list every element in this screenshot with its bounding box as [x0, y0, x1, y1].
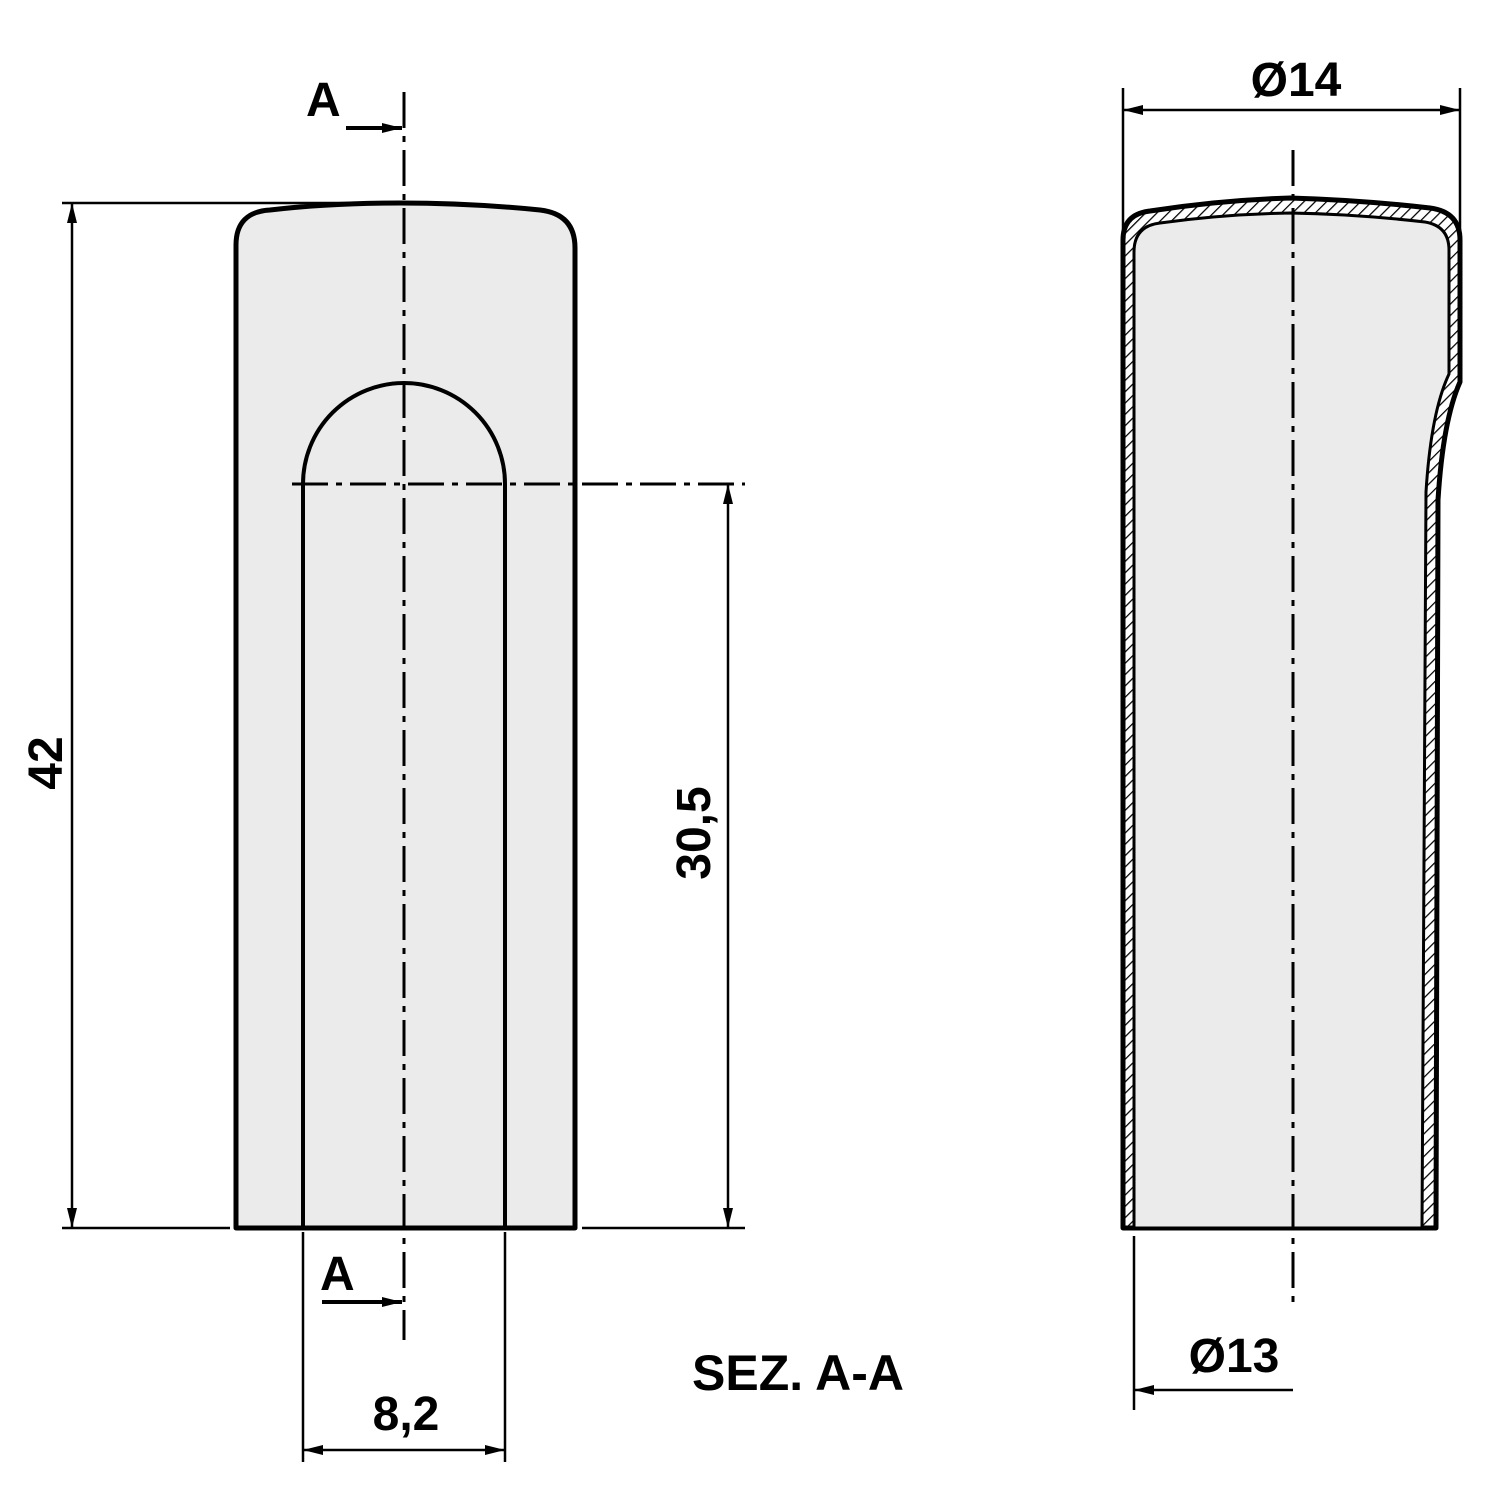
dimension-d14-label: Ø14: [1251, 54, 1342, 107]
section-title: SEZ. A-A: [692, 1345, 904, 1401]
side-view: Ø14 Ø13: [1120, 54, 1463, 1410]
section-view: 42 30,5 8,2 A A SEZ. A-A: [20, 74, 904, 1462]
dimension-8-2-label: 8,2: [373, 1388, 440, 1441]
dimension-42-label: 42: [20, 736, 73, 789]
dimension-30-5-label: 30,5: [668, 786, 721, 879]
part-body-outline: [233, 200, 578, 1231]
dimension-d13-label: Ø13: [1189, 1330, 1280, 1383]
section-marker-bottom-label: A: [320, 1248, 355, 1301]
section-marker-top-label: A: [306, 74, 341, 127]
